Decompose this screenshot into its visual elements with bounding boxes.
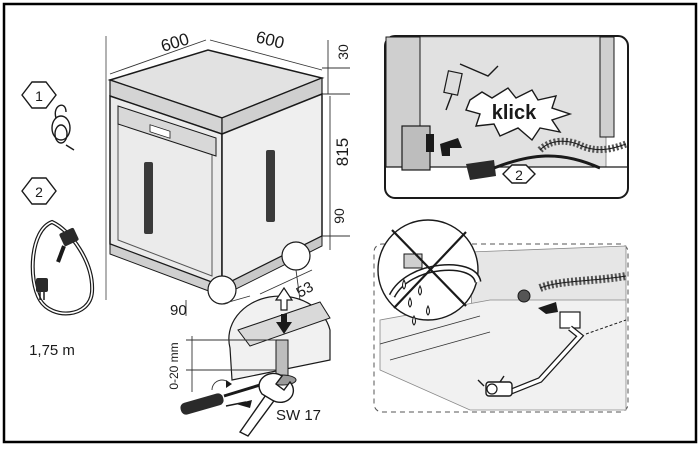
side-handle [266,150,275,222]
dim-base-left: 90 [170,302,187,319]
cross-out-icon [391,229,467,309]
cable-plug [466,160,496,180]
part1-number: 1 [35,88,43,104]
hose-panel-frame [373,243,629,413]
part2-hexagon [21,177,57,205]
plug-number-hexagon [502,164,536,184]
plug-number: 2 [515,167,523,183]
plug-detail-panel: klick 2 [384,35,629,199]
dim-width-right: 600 [254,27,286,52]
foot-adjust-detail: 0-20 mm SW 17 [167,269,331,437]
appliance-socket [401,125,431,171]
water-drop-icon [402,278,430,326]
dim-top-gap: 30 [335,44,351,60]
dishwasher-group [107,49,325,305]
part1-hexagon [21,81,57,109]
dim-width-left: 600 [159,29,192,55]
connect-arrow-icon [538,302,558,314]
hose-clip-icon [51,104,75,151]
insert-arrow-icon [440,138,462,156]
raise-arrow-icon [274,286,294,311]
dim-foot-adjust: 0-20 mm [167,342,181,389]
water-tap-icon [477,375,513,397]
part2-number: 2 [35,184,43,200]
klick-burst [465,87,573,142]
outer-frame [2,2,698,444]
part2-group: 2 1,75 m [21,177,95,359]
power-cable-icon [30,219,95,316]
corner-detail-circle [281,241,311,271]
cable-length-label: 1,75 m [29,342,75,359]
wrench-icon [225,372,295,437]
part1-group: 1 [21,81,75,151]
dim-height: 815 [333,138,352,166]
door-handle [144,162,153,234]
foot-detail-circle [207,275,237,305]
klick-label: klick [492,102,537,124]
dimension-lines [109,39,350,316]
lower-arrow-icon [276,314,292,334]
wrench-size-label: SW 17 [276,407,321,424]
hose-connector [559,311,581,329]
hose-detail-panel [373,219,629,413]
dim-side-gap: 90 [331,208,347,224]
